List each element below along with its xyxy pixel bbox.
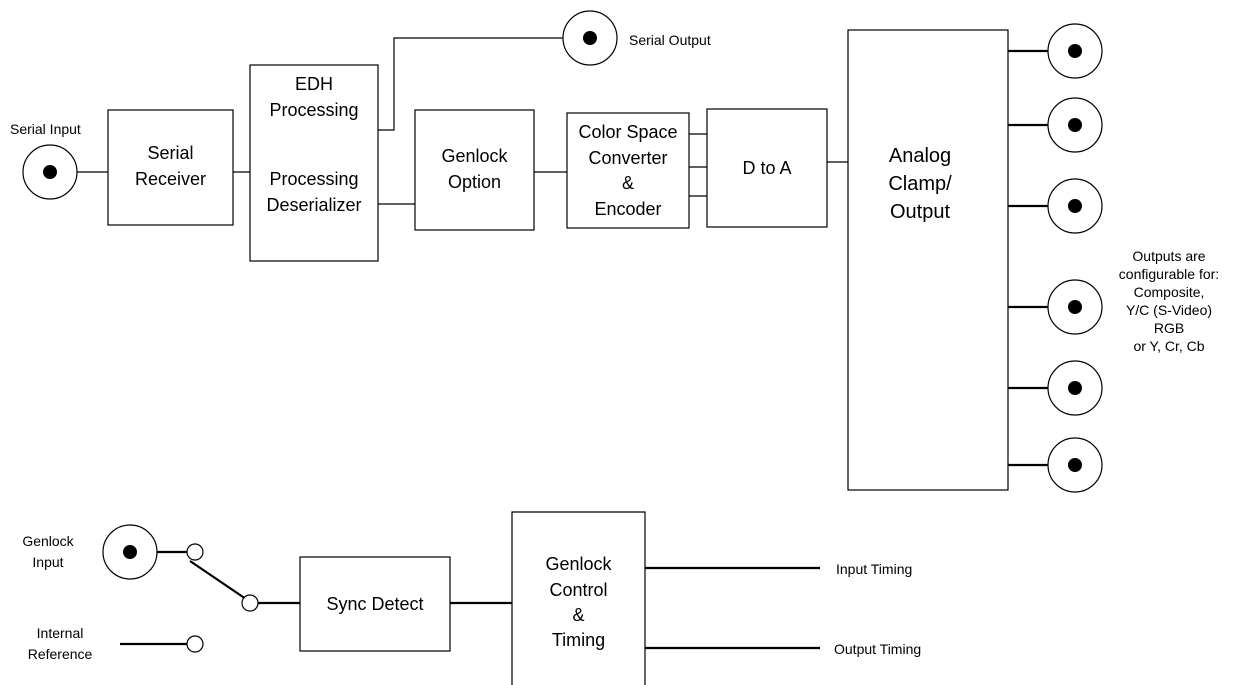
serial-output-connector-icon [562,10,618,66]
outputs-note-line-1: Outputs are [1132,248,1205,264]
output-connector-icon [1047,360,1103,416]
genlock-control-label-2: Control [549,580,607,600]
color-space-label-1: Color Space [578,122,677,142]
switch-icon [186,543,259,653]
genlock-control-block: Genlock Control & Timing [511,511,646,685]
genlock-control-label-3: & [572,605,584,625]
genlock-option-block: Genlock Option [414,109,535,231]
serial-input-connector-icon [22,144,78,200]
analog-clamp-label-3: Output [890,201,950,223]
genlock-input-label-2: Input [32,554,63,570]
serial-input-label: Serial Input [10,121,81,137]
output-connector-icon [1047,97,1103,153]
edh-label-1: EDH [295,74,333,94]
output-connector-icon [1047,279,1103,335]
serial-receiver-label-1: Serial [147,143,193,163]
sync-detect-block: Sync Detect [299,556,451,652]
internal-reference-label-1: Internal [37,625,84,641]
edh-label-2: Processing [269,100,358,120]
deserializer-label-1: Processing [269,169,358,189]
serial-receiver-label-2: Receiver [135,169,206,189]
genlock-option-label-2: Option [448,172,501,192]
input-timing-label: Input Timing [836,561,912,577]
genlock-wires [120,550,820,650]
genlock-input-connector-icon [102,524,158,580]
outputs-note-line-6: or Y, Cr, Cb [1133,338,1204,354]
color-space-label-3: & [622,173,634,193]
outputs-note-line-2: configurable for: [1119,266,1219,282]
color-space-label-4: Encoder [594,199,661,219]
output-connector-icon [1047,178,1103,234]
serial-output-label: Serial Output [629,32,711,48]
color-space-block: Color Space Converter & Encoder [566,112,690,229]
output-connector-icon [1047,23,1103,79]
deserializer-label-2: Deserializer [266,195,361,215]
outputs-note-line-5: RGB [1154,320,1184,336]
color-space-label-2: Converter [588,148,667,168]
edh-processing-block: EDH Processing Processing Deserializer [249,64,379,262]
genlock-option-label-1: Genlock [441,146,508,166]
genlock-control-label-4: Timing [552,630,605,650]
outputs-note: Outputs are configurable for: Composite,… [1119,248,1219,354]
outputs-note-line-3: Composite, [1134,284,1205,300]
internal-reference-label-2: Reference [28,646,93,662]
d-to-a-label: D to A [742,158,791,178]
signal-wires [50,37,848,205]
genlock-control-label-1: Genlock [545,554,612,574]
analog-clamp-label-2: Clamp/ [888,173,952,195]
output-connector-icon [1047,437,1103,493]
d-to-a-block: D to A [706,108,828,228]
outputs-note-line-4: Y/C (S-Video) [1126,302,1212,318]
output-timing-label: Output Timing [834,641,921,657]
genlock-input-label-1: Genlock [22,533,74,549]
analog-clamp-label-1: Analog [889,145,951,167]
serial-receiver-block: Serial Receiver [107,109,234,226]
analog-clamp-block: Analog Clamp/ Output [847,29,1009,491]
sync-detect-label: Sync Detect [326,594,423,614]
